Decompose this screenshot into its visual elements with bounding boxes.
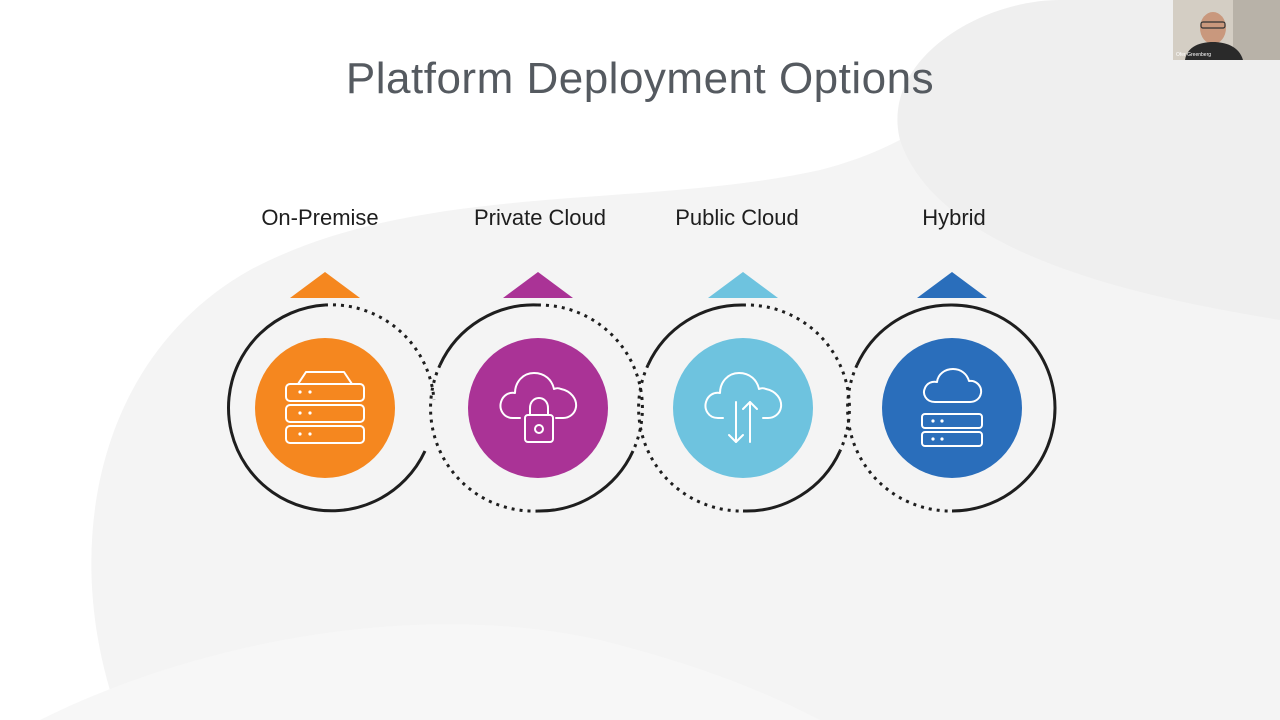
option-label-public-cloud: Public Cloud bbox=[675, 205, 799, 230]
ring-public-cloud bbox=[637, 303, 851, 513]
option-circle-hybrid bbox=[882, 338, 1022, 478]
option-circle-on-premise bbox=[255, 338, 395, 478]
cloud-lock-icon bbox=[499, 372, 578, 443]
option-label-hybrid: Hybrid bbox=[922, 205, 986, 230]
ring-on-premise bbox=[227, 303, 436, 513]
ring-private-cloud bbox=[429, 303, 644, 513]
option-label-private-cloud: Private Cloud bbox=[473, 205, 607, 230]
ring-hybrid bbox=[846, 303, 1057, 513]
triangle-marker-private-cloud bbox=[503, 272, 573, 298]
cloud-sync-icon bbox=[704, 372, 783, 443]
triangle-marker-on-premise bbox=[290, 272, 360, 298]
cloud-server-icon bbox=[921, 368, 983, 447]
server-stack-icon bbox=[285, 371, 365, 444]
triangle-marker-public-cloud bbox=[708, 272, 778, 298]
triangle-marker-hybrid bbox=[917, 272, 987, 298]
option-circle-private-cloud bbox=[468, 338, 608, 478]
presenter-name: Ofer Greenberg bbox=[1176, 52, 1212, 58]
slide-title: Platform Deployment Options bbox=[345, 54, 935, 103]
webcam-thumbnail[interactable]: Ofer Greenberg bbox=[1173, 0, 1280, 60]
option-label-on-premise: On-Premise bbox=[261, 205, 379, 230]
presenter-video bbox=[1173, 0, 1280, 60]
